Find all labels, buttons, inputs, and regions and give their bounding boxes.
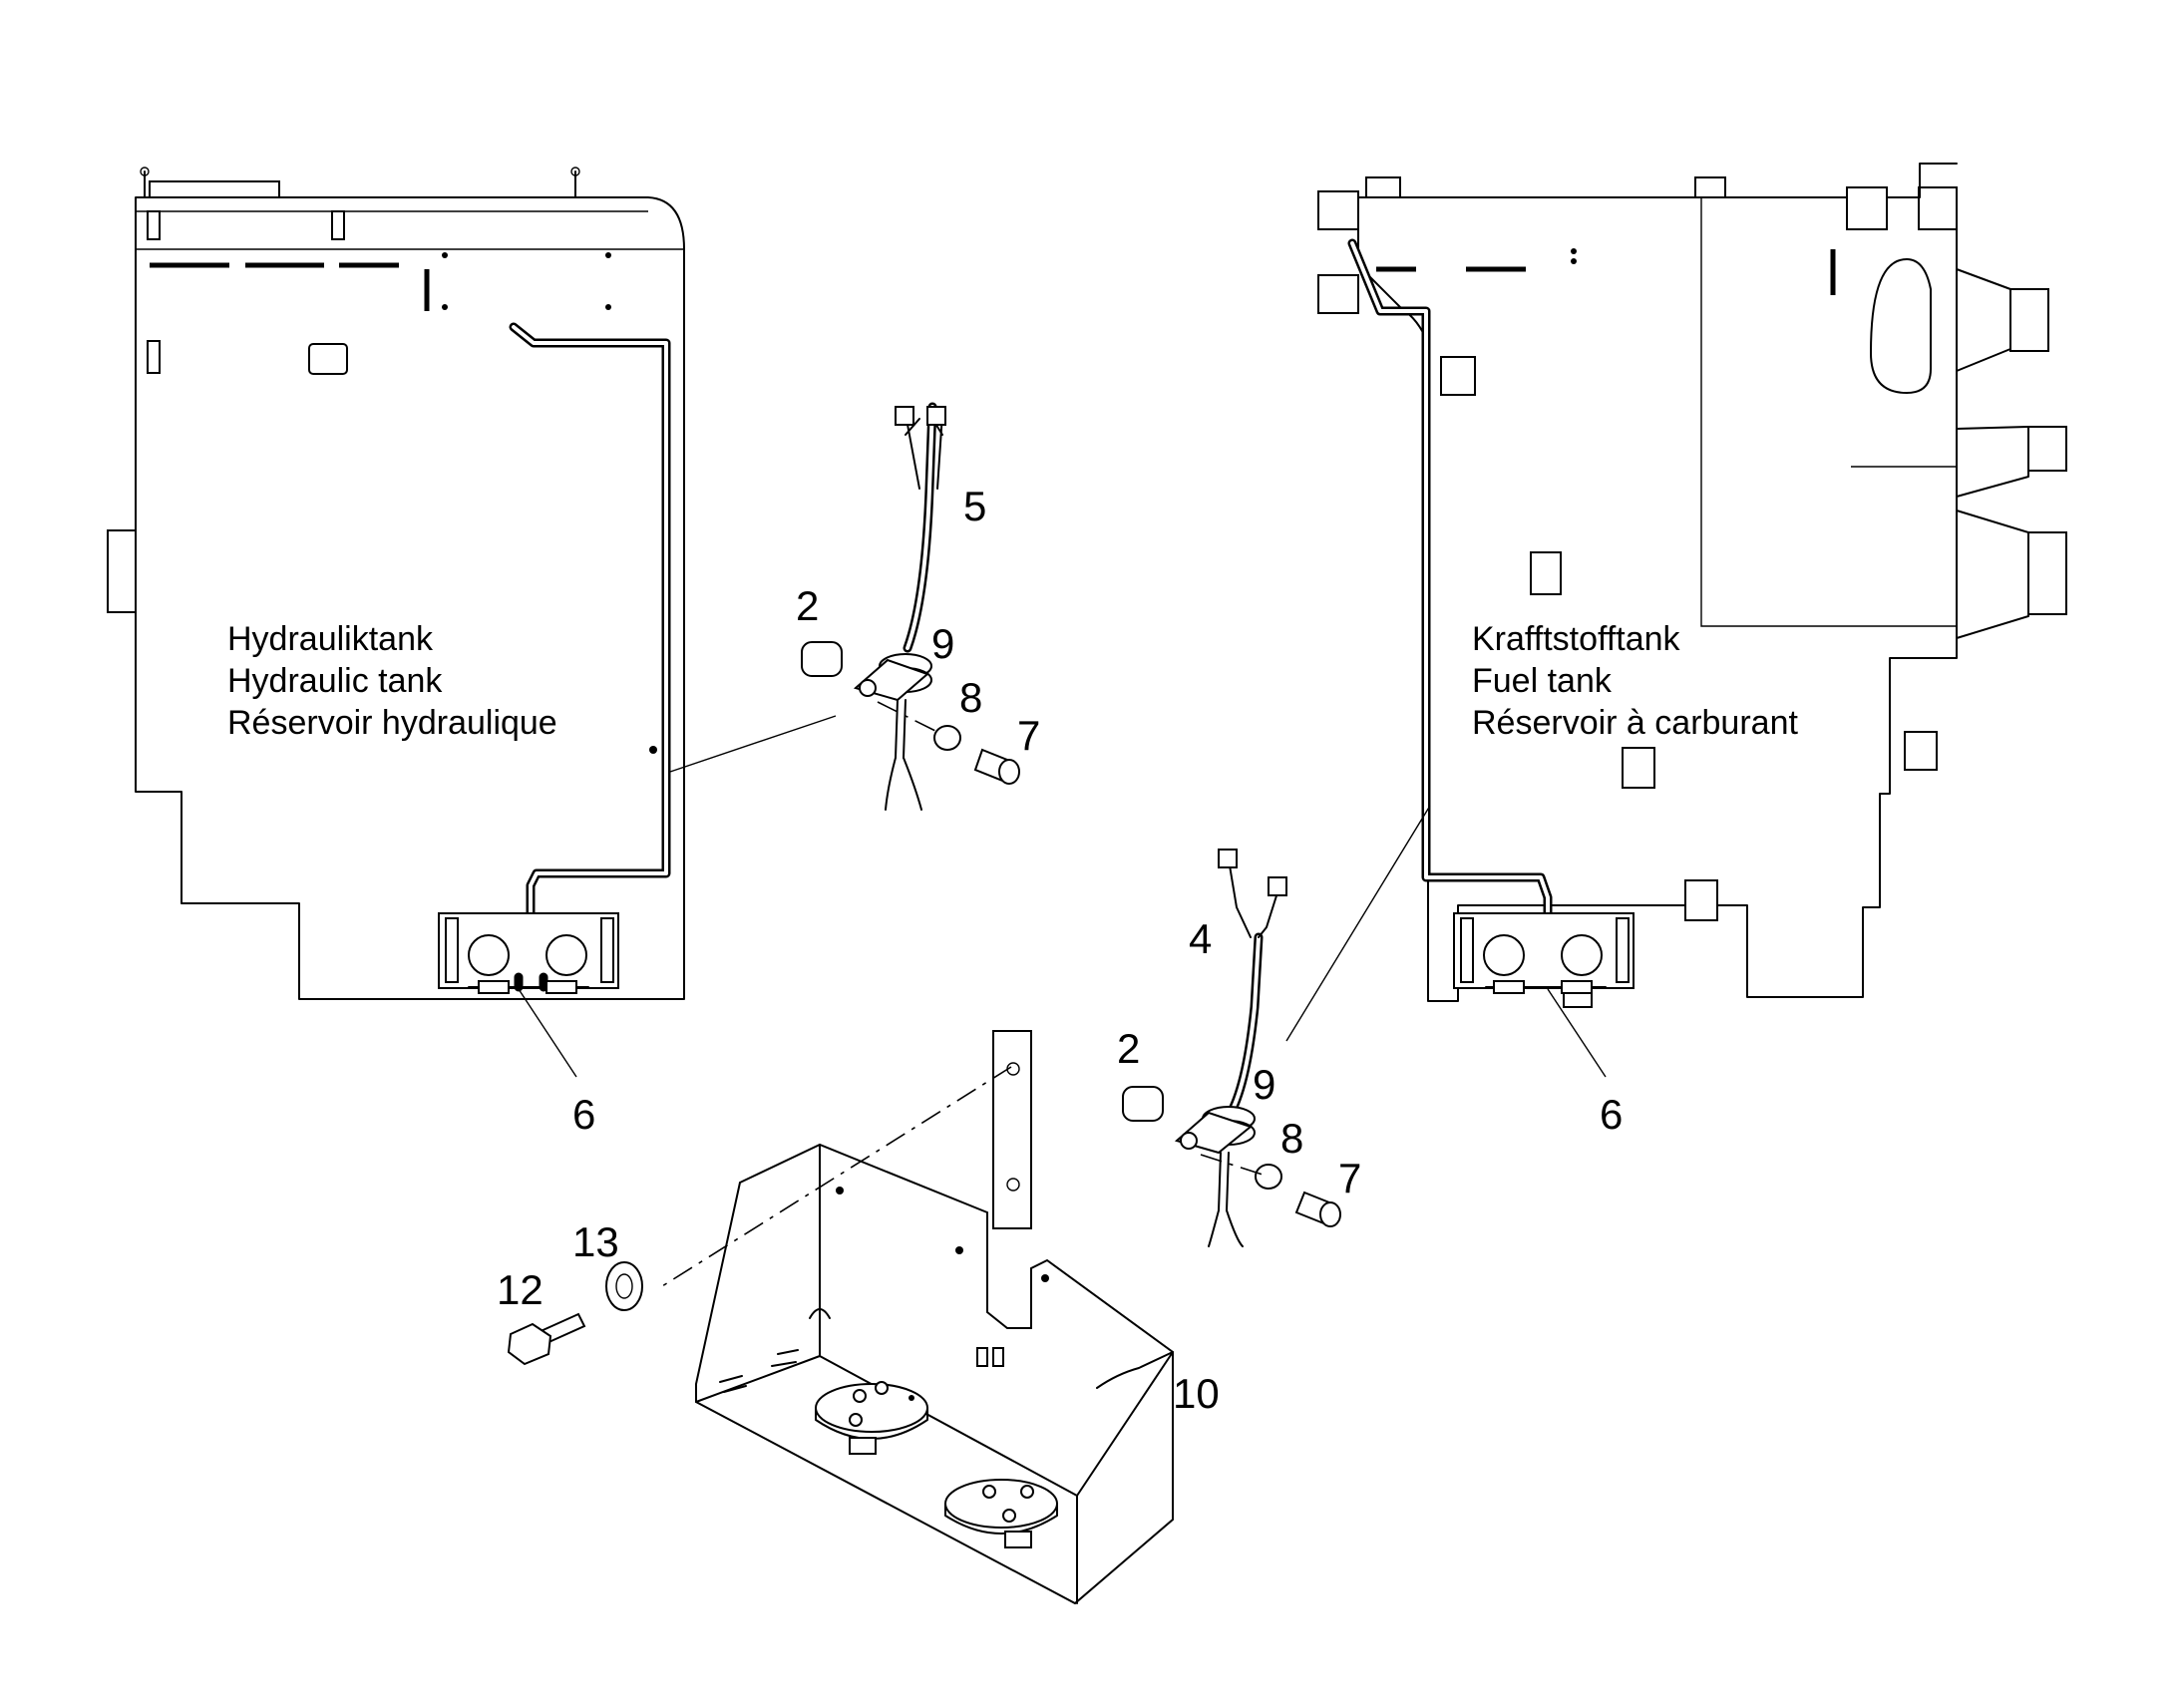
callout-7-lower: 7 <box>1338 1155 1361 1201</box>
hydraulic-tank-labels: Hydrauliktank Hydraulic tank Réservoir h… <box>227 620 557 742</box>
callout-8-lower: 8 <box>1280 1115 1303 1162</box>
callout-7-upper: 7 <box>1017 712 1040 759</box>
callout-9-upper: 9 <box>931 620 954 667</box>
hydraulic-tank-label-de: Hydrauliktank <box>227 620 434 658</box>
callout-10: 10 <box>1173 1370 1220 1417</box>
mounting-bracket <box>507 1030 1174 1605</box>
callout-5: 5 <box>963 483 986 529</box>
callout-12: 12 <box>497 1266 544 1313</box>
hydraulic-tank <box>107 167 837 1078</box>
callout-6-left: 6 <box>572 1091 595 1138</box>
fuel-tank-labels: Krafftstofftank Fuel tank Réservoir à ca… <box>1472 620 1798 742</box>
callout-6-right: 6 <box>1600 1091 1623 1138</box>
callout-9-lower: 9 <box>1253 1061 1275 1108</box>
fuel-tank-label-fr: Réservoir à carburant <box>1472 704 1798 742</box>
callout-4: 4 <box>1189 915 1212 962</box>
callout-8-upper: 8 <box>959 674 982 721</box>
fuel-tank-label-en: Fuel tank <box>1472 662 1613 700</box>
sensor-detail-upper <box>801 402 1020 811</box>
hydraulic-tank-label-en: Hydraulic tank <box>227 662 443 700</box>
callout-13: 13 <box>572 1218 619 1265</box>
callout-numbers: 2 5 9 8 7 6 4 2 9 8 7 6 13 12 10 <box>497 483 1623 1417</box>
sensor-detail-lower <box>1122 849 1341 1247</box>
hydraulic-tank-label-fr: Réservoir hydraulique <box>227 704 557 742</box>
fuel-tank <box>1285 163 2067 1078</box>
fuel-tank-label-de: Krafftstofftank <box>1472 620 1681 658</box>
callout-2-upper: 2 <box>796 582 819 629</box>
callout-2-lower: 2 <box>1117 1025 1140 1072</box>
